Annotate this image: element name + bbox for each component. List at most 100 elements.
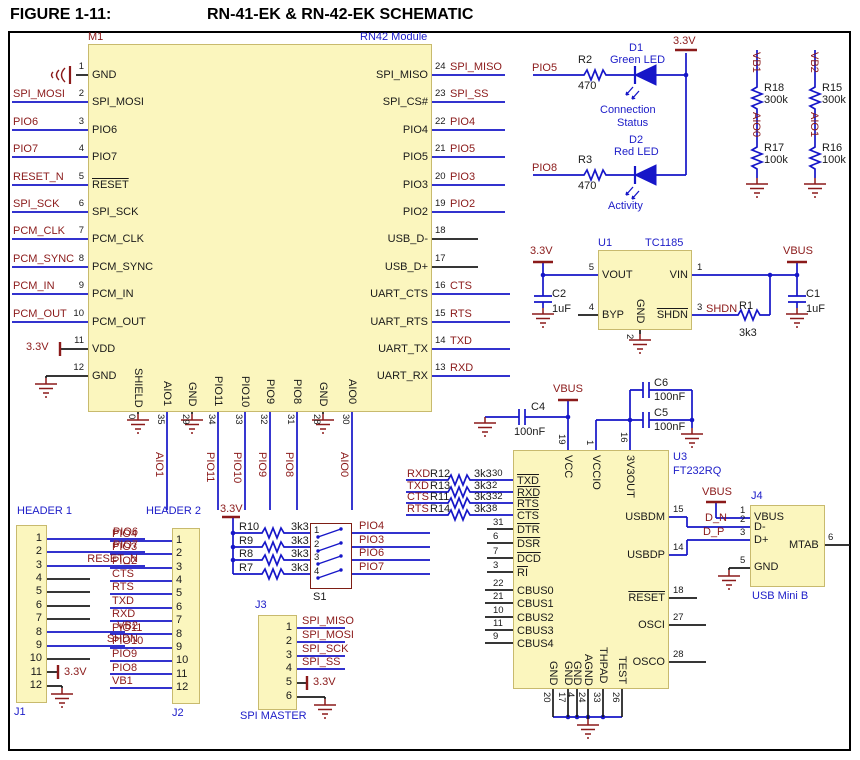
pin-number: 10 xyxy=(493,604,504,616)
r18-value: 300k xyxy=(764,94,788,106)
pin-name: GND xyxy=(754,561,779,573)
net-label-pio5: PIO5 xyxy=(532,62,558,74)
net-label: SPI_MISO xyxy=(450,61,502,73)
pin-number: 33 xyxy=(233,414,244,425)
rail-vbus-j4: VBUS xyxy=(702,486,732,498)
pin-number: 35 xyxy=(155,414,166,425)
pin-number: 9 xyxy=(176,640,183,653)
pin-name: GND xyxy=(547,661,559,686)
pin-name: PIO10 xyxy=(239,376,251,408)
pin-name: PCM_CLK xyxy=(92,233,144,246)
u3-part: FT232RQ xyxy=(673,465,722,477)
c1-refdes: C1 xyxy=(806,288,821,300)
pin-name: RI xyxy=(517,567,528,580)
dip-switch-s1-body xyxy=(310,523,352,589)
rail-vbus-u3: VBUS xyxy=(553,383,583,395)
pin-name: PCM_IN xyxy=(92,288,134,301)
pin-name: D+ xyxy=(754,534,769,546)
pin-number: 7 xyxy=(493,545,499,557)
r17-value: 100k xyxy=(764,154,788,166)
pin-name: RTS xyxy=(517,498,539,511)
pin-number: 3 xyxy=(35,558,42,571)
net-label: TXD xyxy=(112,594,134,607)
pin-name: TEST xyxy=(616,656,628,685)
pin-name: GND xyxy=(186,382,198,407)
pin-name: UART_CTS xyxy=(370,288,428,301)
pin-number: 2 xyxy=(78,88,84,100)
pin-name: CBUS2 xyxy=(517,611,554,624)
net-label-vb1: VB1 xyxy=(750,52,762,73)
pin-name: RXD xyxy=(517,486,541,499)
pin-name: PIO7 xyxy=(92,151,118,164)
pin-number: 1 xyxy=(285,621,292,633)
pin-name: PCM_OUT xyxy=(92,315,146,328)
pin-name: VBUS xyxy=(754,511,784,523)
net-label: PIO2 xyxy=(450,198,476,210)
pin-number: 9 xyxy=(78,280,84,292)
resistor-refdes: R12 xyxy=(430,468,451,480)
pin-number: 3 xyxy=(176,560,183,573)
pin-number: 1 xyxy=(35,532,42,544)
pin-number: 2 xyxy=(35,545,42,558)
pin-number: 3 xyxy=(285,648,292,661)
pin-name: SPI_CS# xyxy=(382,96,428,109)
pin-name: RESET xyxy=(92,178,129,191)
pin-name: GND xyxy=(317,382,329,407)
net-label: SHDN xyxy=(106,632,138,645)
net-label: SPI_SS xyxy=(302,656,341,669)
net-label: PCM_IN xyxy=(13,280,55,293)
pin-number: 21 xyxy=(435,143,446,155)
u3-refdes: U3 xyxy=(673,451,688,463)
net-label: CTS xyxy=(450,280,472,293)
pin-number: 12 xyxy=(73,362,84,374)
pin-number: 15 xyxy=(435,307,446,319)
net-label: PCM_OUT xyxy=(13,307,67,320)
resistor-refdes: R11 xyxy=(430,491,450,504)
rail-3v3-m1: 3.3V xyxy=(26,341,49,353)
net-label: AIO0 xyxy=(338,452,350,478)
m1-part-name: RN42 Module xyxy=(360,31,428,43)
c1-value: 1uF xyxy=(806,303,825,315)
pin-number: 19 xyxy=(556,434,567,445)
pin-number: 5 xyxy=(588,262,594,273)
pin-number: 6 xyxy=(35,598,42,611)
pin-number: 28 xyxy=(673,649,684,660)
j3-caption: SPI MASTER xyxy=(240,710,307,722)
pin-number: 7 xyxy=(176,614,183,627)
net-label: TXD xyxy=(450,335,472,347)
net-label: RXD xyxy=(407,468,431,480)
net-label-dn: D_N xyxy=(705,512,728,524)
rail-3v3-led: 3.3V xyxy=(673,35,696,47)
pin-name: GND xyxy=(634,299,646,324)
pin-number: 6 xyxy=(78,198,84,209)
net-label: PIO4 xyxy=(450,115,476,128)
pin-name: SPI_MISO xyxy=(376,69,428,81)
net-label: AIO1 xyxy=(153,452,165,478)
pin-number: 27 xyxy=(673,612,684,623)
resistor-value: 3k3 xyxy=(474,503,492,516)
pin-name: SPI_SCK xyxy=(92,206,139,218)
net-label: CTS xyxy=(112,568,134,581)
pin-number: 28 xyxy=(311,414,322,425)
net-label: SPI_SCK xyxy=(13,198,60,210)
schematic-border xyxy=(8,31,851,751)
net-label: PCM_SYNC xyxy=(13,252,75,265)
resistor-value: 3k3 xyxy=(291,521,309,533)
pin-number: 7 xyxy=(78,225,84,237)
pin-number: 7 xyxy=(35,612,42,625)
pin-name: GND xyxy=(92,370,117,383)
r16-value: 100k xyxy=(822,154,846,166)
resistor-value: 3k3 xyxy=(474,479,492,492)
net-label: RESET_N xyxy=(13,170,64,183)
pin-name: CBUS1 xyxy=(517,598,554,611)
rail-3v3-h1: 3.3V xyxy=(64,666,87,678)
pin-number: 16 xyxy=(435,280,446,292)
r1-value: 3k3 xyxy=(739,327,757,339)
net-label: PCM_CLK xyxy=(13,225,65,238)
resistor-refdes: R14 xyxy=(430,503,451,516)
pin-name: 3V3OUT xyxy=(624,455,636,498)
module-m1-body xyxy=(88,44,432,412)
s1-refdes: S1 xyxy=(313,591,327,603)
